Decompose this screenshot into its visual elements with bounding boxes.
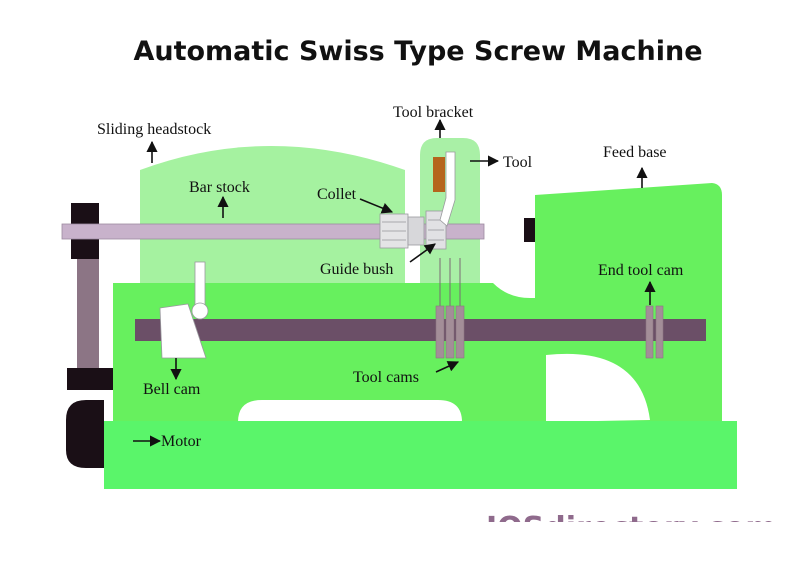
motor bbox=[66, 400, 104, 468]
support-post bbox=[77, 230, 99, 370]
support-bottom-block bbox=[67, 368, 113, 390]
tool-cams bbox=[435, 305, 465, 359]
label-guide-bush: Guide bush bbox=[320, 261, 393, 278]
label-bar-stock: Bar stock bbox=[189, 179, 250, 196]
tool bbox=[433, 157, 445, 192]
machine-base bbox=[104, 421, 737, 489]
camshaft bbox=[135, 319, 706, 341]
label-collet: Collet bbox=[317, 186, 357, 203]
label-tool-cams: Tool cams bbox=[353, 369, 419, 386]
arch-cutout bbox=[546, 353, 650, 422]
label-tool-bracket: Tool bracket bbox=[393, 104, 474, 121]
watermark: IQSdirectory.com bbox=[486, 511, 777, 546]
label-sliding-headstock: Sliding headstock bbox=[97, 121, 211, 138]
label-feed-base: Feed base bbox=[603, 144, 667, 161]
bell-cam bbox=[159, 303, 207, 359]
label-tool: Tool bbox=[503, 154, 533, 171]
label-end-tool-cam: End tool cam bbox=[598, 262, 684, 279]
arrow-icon bbox=[409, 243, 436, 263]
feed-base-block bbox=[524, 218, 535, 242]
arrow-icon bbox=[359, 198, 394, 214]
bar-stock bbox=[61, 223, 485, 240]
tool-arm bbox=[439, 151, 456, 227]
bell-cam-pivot bbox=[191, 302, 209, 320]
bottom-cutout bbox=[238, 400, 462, 422]
collet bbox=[379, 213, 425, 249]
label-bell-cam: Bell cam bbox=[143, 381, 201, 398]
end-tool-cam bbox=[645, 305, 664, 359]
label-motor: Motor bbox=[161, 433, 202, 450]
sliding-headstock bbox=[140, 146, 405, 285]
arrow-icon bbox=[435, 361, 460, 373]
diagram-title: Automatic Swiss Type Screw Machine bbox=[133, 36, 702, 67]
